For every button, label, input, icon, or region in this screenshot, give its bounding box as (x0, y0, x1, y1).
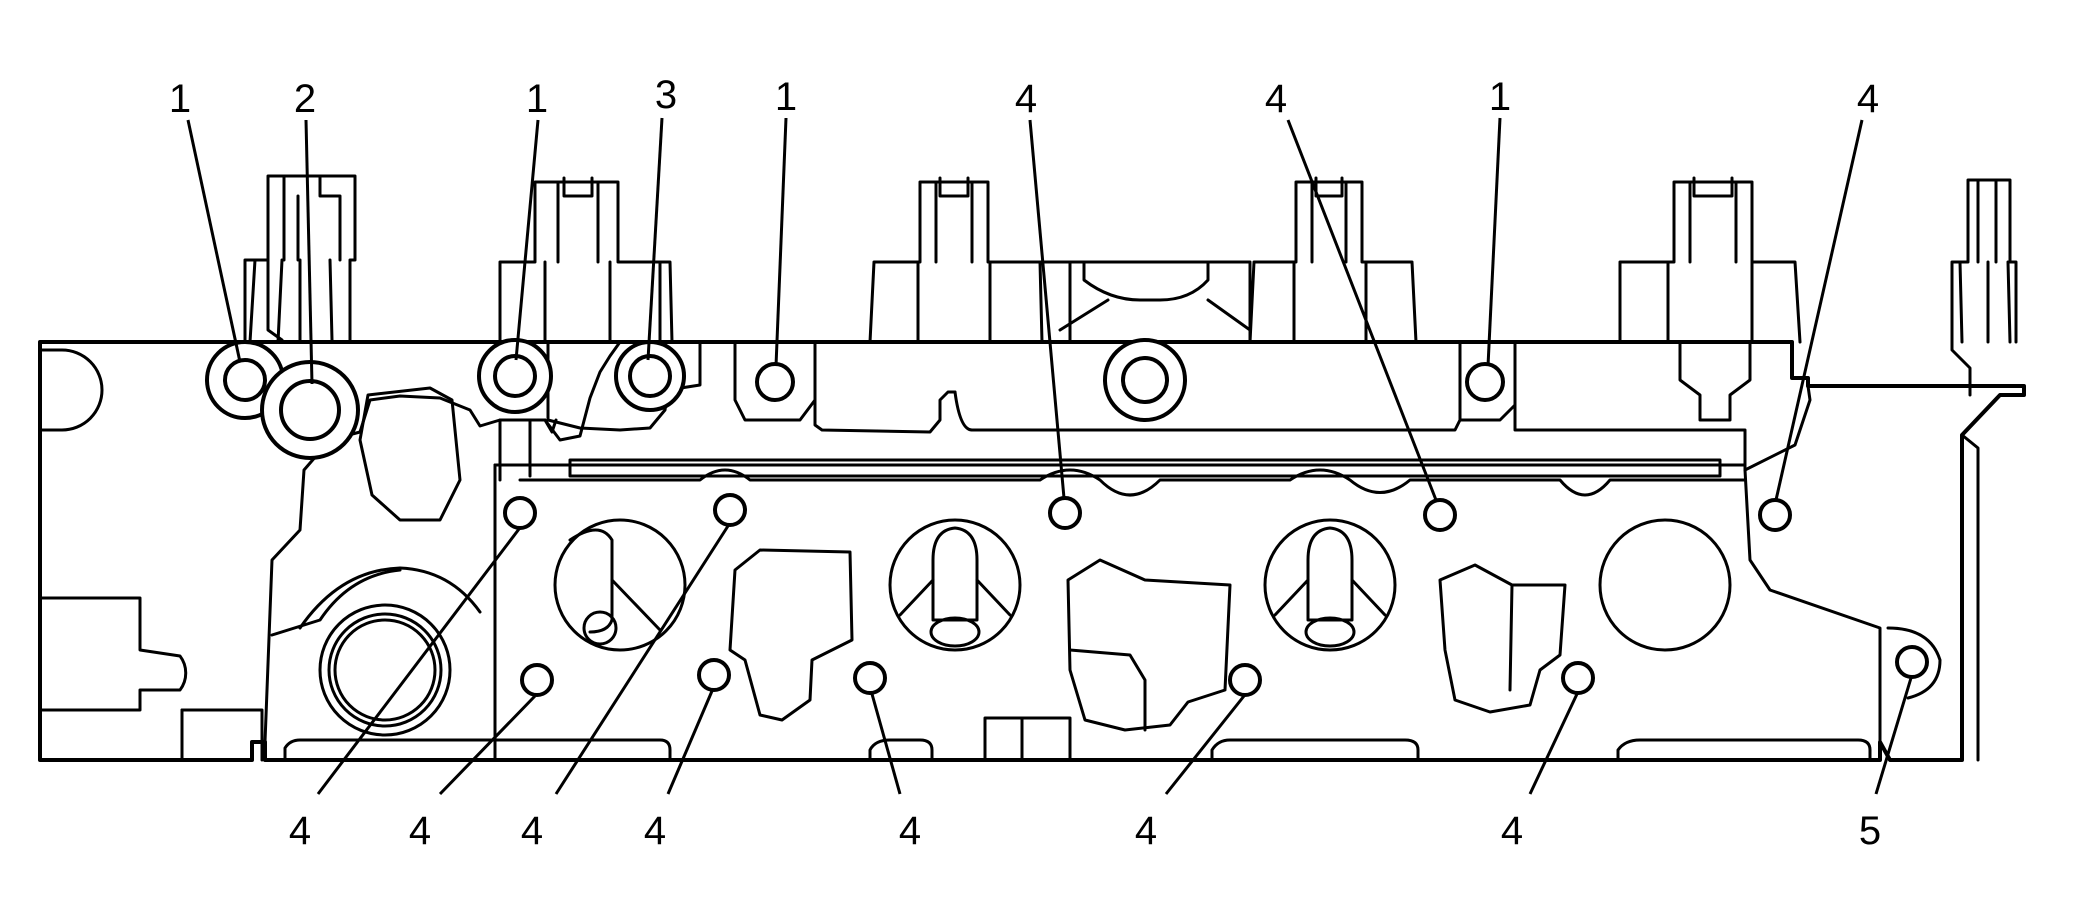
callout-label: 4 (644, 809, 666, 853)
callout-label: 4 (899, 809, 921, 853)
callout-label: 3 (655, 73, 677, 117)
leader-lines (186, 117, 1913, 796)
callout-label: 4 (521, 809, 543, 853)
callout-label: 2 (294, 77, 316, 121)
callout-labels: 1 2 1 3 1 4 4 1 4 4 4 4 4 4 4 4 5 (169, 73, 1881, 853)
upper-bolt-holes (205, 338, 1505, 460)
callout-label: 4 (1015, 77, 1037, 121)
combustion-ports (270, 386, 1732, 737)
cylinder-head-body (38, 338, 2026, 762)
callout-label: 4 (409, 809, 431, 853)
callout-label: 4 (1857, 77, 1879, 121)
callout-label: 4 (1135, 809, 1157, 853)
callout-label: 1 (1489, 75, 1511, 119)
callout-label: 1 (526, 77, 548, 121)
callout-label: 1 (169, 77, 191, 121)
callout-label: 1 (775, 75, 797, 119)
camshaft-towers (243, 174, 2018, 422)
callout-label: 5 (1859, 809, 1881, 853)
callout-label: 4 (289, 809, 311, 853)
callout-label: 4 (1265, 77, 1287, 121)
lower-bolt-holes (503, 493, 1942, 700)
callout-label: 4 (1501, 809, 1523, 853)
